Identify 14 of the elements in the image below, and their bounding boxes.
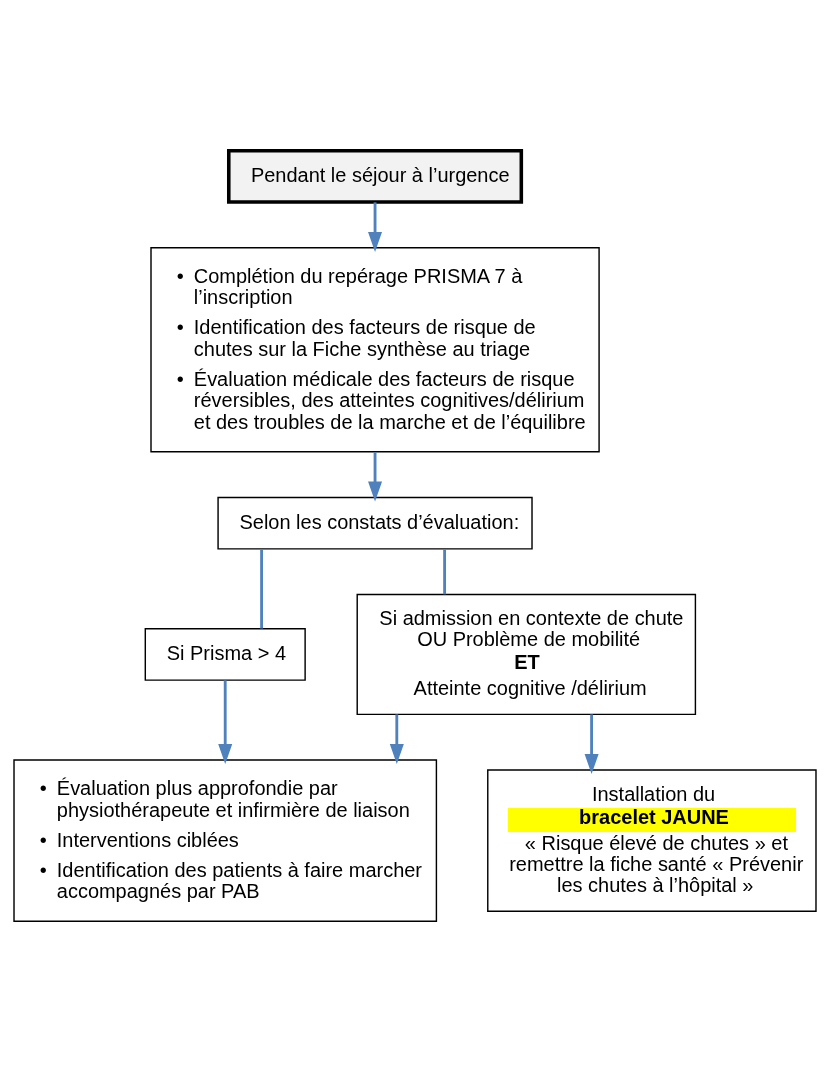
node-box: Si admission en contexte de chute OU Problème de mobilité ET Atteinte cognitive /délirium bbox=[356, 593, 697, 716]
node-box: Si Prisma > 4 bbox=[144, 628, 306, 681]
connector bbox=[443, 549, 447, 595]
arrow bbox=[584, 714, 599, 775]
node-box: Selon les constats d’évaluation: bbox=[217, 496, 533, 550]
arrow bbox=[368, 202, 383, 252]
arrow bbox=[368, 452, 383, 502]
arrow bbox=[389, 714, 404, 765]
arrow bbox=[218, 680, 233, 765]
connector bbox=[260, 549, 264, 629]
node-box: • Complétion du repérage PRISMA 7 à l’inscription • Identification des facteurs de risque de chutes sur la Fiche synthèse au triage • Évaluation médicale des facteurs de risque réversibles, des atteintes cognitives/délirium et des troubles de la marche et de l’équilibre bbox=[150, 247, 600, 453]
node-box: Pendant le séjour à l’urgence bbox=[227, 148, 524, 204]
node-box: • Évaluation plus approfondie par physiothérapeute et infirmière de liaison • Interventions ciblées • Identification des patients à faire marcher accompagnés par PAB bbox=[13, 759, 438, 922]
node-box: Installation du bracelet JAUNE « Risque élevé de chutes » et remettre la fiche santé « Prévenir les chutes à l’hôpital » bbox=[487, 769, 817, 912]
